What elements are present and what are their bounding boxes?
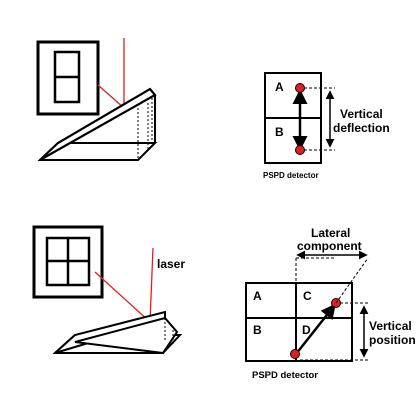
top-panel: A B PSPD detector Vertical deflection: [36, 38, 390, 180]
top-inset-detector-view: [36, 40, 100, 116]
bottom-cantilever: [52, 310, 183, 355]
bottom-laser-beams: laser: [94, 247, 185, 323]
pspd-caption-bottom: PSPD detector: [252, 370, 318, 381]
pspd-caption-top: PSPD detector: [263, 171, 319, 180]
bottom-pspd-detector: A B C D PSPD detector: [245, 282, 353, 381]
laser-spot-top-upper: [295, 83, 305, 93]
bottom-panel: laser A B C D PSPD detector: [32, 225, 416, 381]
vertical-deflection-label-line1: Vertical: [340, 107, 383, 121]
laser-spot-bottom-lower: [290, 349, 300, 359]
lateral-label-line1: Lateral: [311, 226, 350, 240]
laser-spot-top-lower: [295, 145, 305, 155]
lateral-label-line2: component: [297, 239, 362, 253]
quadrant-label-d: D: [302, 323, 311, 337]
top-pspd-detector: A B PSPD detector: [263, 72, 322, 180]
quadrant-label-a: A: [275, 80, 284, 94]
vertical-position-label-line2: position: [369, 333, 416, 347]
lateral-component-dimension: Lateral component: [295, 226, 369, 304]
laser-label: laser: [157, 257, 185, 271]
quadrant-label-b: B: [253, 323, 262, 337]
top-cantilever: [37, 87, 158, 161]
quadrant-label-c: C: [303, 289, 312, 303]
quadrant-label-a: A: [253, 289, 262, 303]
quadrant-label-b: B: [275, 125, 284, 139]
top-laser-beams: [97, 38, 125, 109]
vertical-deflection-dimension: Vertical deflection: [304, 87, 390, 151]
vertical-deflection-label-line2: deflection: [333, 121, 390, 135]
vertical-position-dimension: Vertical position: [300, 302, 416, 361]
spot-path-arrow: [295, 303, 336, 355]
vertical-position-label-line1: Vertical: [369, 319, 412, 333]
bottom-inset-detector-view: [32, 225, 104, 299]
